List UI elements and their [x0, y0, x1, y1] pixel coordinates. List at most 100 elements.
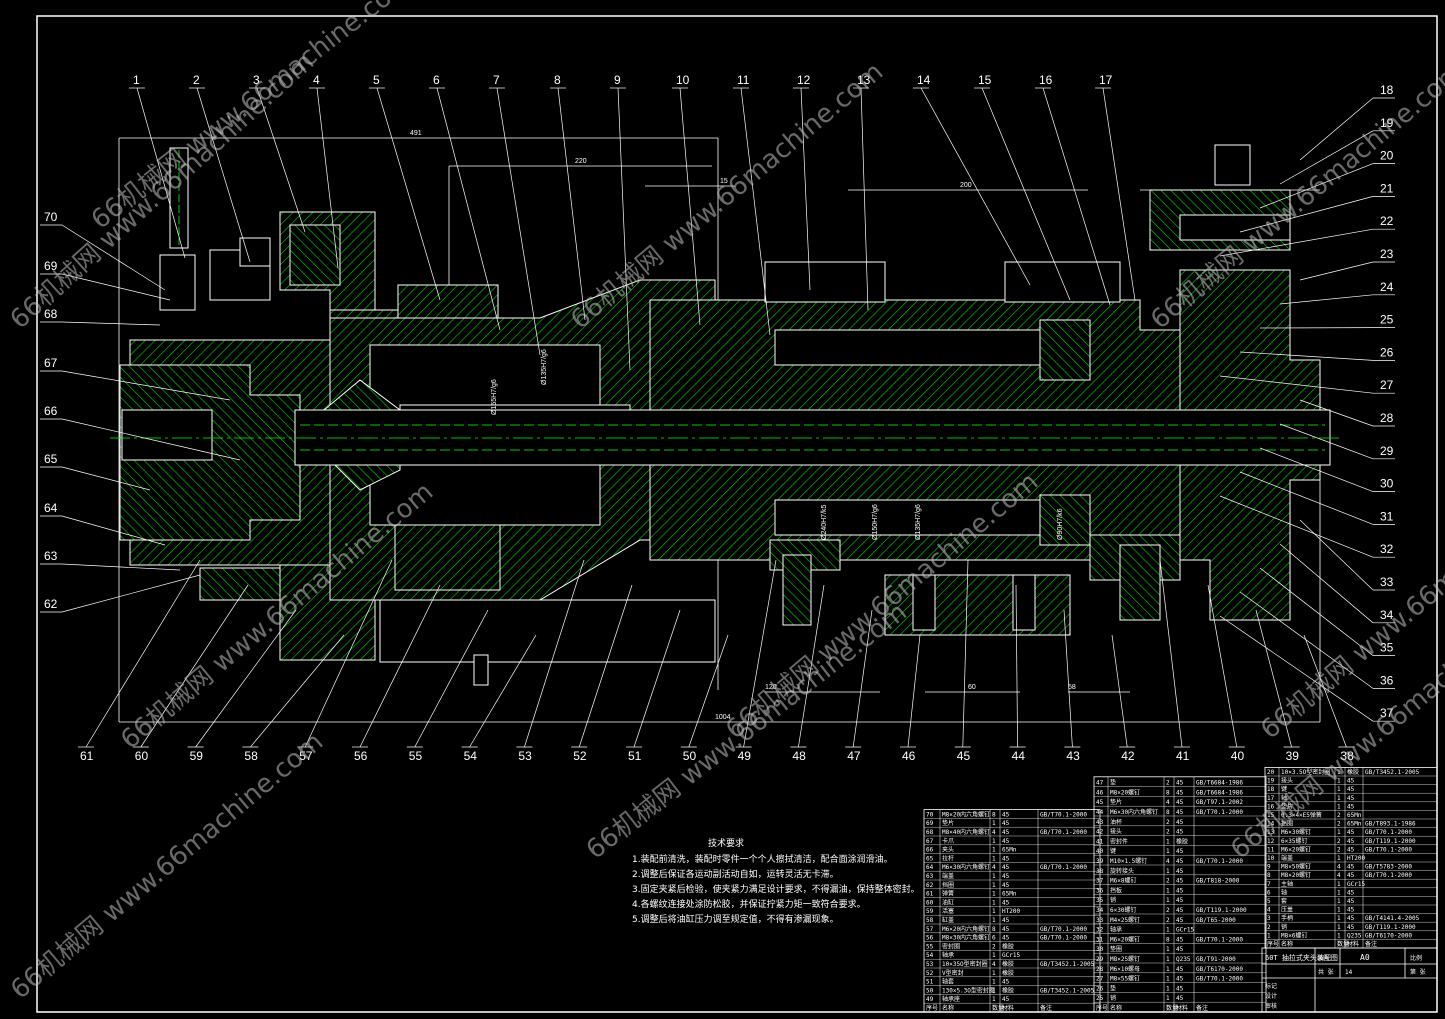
- bom-middle-cell: 4: [1166, 799, 1170, 806]
- bom-middle-cell: 45: [1176, 809, 1184, 816]
- bom-middle-cell: 1: [1166, 966, 1170, 973]
- bom-left-cell: 45: [1002, 829, 1010, 836]
- title-block-sheet-size: A0: [1360, 953, 1370, 962]
- fit-annotations: Ø155H7/g6 Ø135H7/g6 Ø240H7/k5 Ø150H7/g6 …: [491, 349, 1064, 540]
- bom-left-cell: 1: [992, 908, 996, 915]
- bom-left-cell: 65Mn: [1002, 847, 1017, 854]
- bom-left-header: 备注: [1040, 1004, 1052, 1012]
- bom-right-cell: 45: [1347, 872, 1355, 879]
- bom-left-cell: 52: [926, 970, 934, 977]
- watermark-text: 66机械网 www.66machine.com: [86, 0, 418, 236]
- bom-right-cell: 1: [1337, 881, 1341, 888]
- bom-left-cell: 59: [926, 908, 934, 915]
- bom-right-header: 名称: [1281, 940, 1293, 948]
- fit-1: Ø155H7/g6: [491, 379, 498, 415]
- bom-middle-cell: M10×1.5螺钉: [1110, 857, 1147, 865]
- bom-left-cell: 挡圈: [942, 881, 954, 889]
- bom-left-cell: 6: [992, 935, 996, 942]
- bom-right-cell: 轴: [1281, 888, 1287, 896]
- bom-left-cell: 1: [992, 873, 996, 880]
- leader-line: [1219, 228, 1374, 257]
- bom-left-cell: 69: [926, 820, 934, 827]
- leader-line: [414, 609, 489, 748]
- bom-right-cell: GB/T6170-2000: [1365, 932, 1412, 939]
- part-label-42: 42: [1121, 749, 1135, 763]
- bom-right-cell: 9: [1267, 864, 1271, 871]
- bom-middle-cell: 37: [1096, 878, 1104, 885]
- bom-right-cell: 2: [1267, 924, 1271, 931]
- fit-4: Ø150H7/g6: [872, 504, 879, 540]
- bom-left-cell: 1: [992, 882, 996, 889]
- bom-right-cell: GCr15: [1347, 881, 1365, 888]
- dimension-values: 491 220 15 200 1004 120 60 58: [410, 130, 1076, 721]
- part-label-38: 38: [1340, 749, 1354, 763]
- bom-right-cell: 1: [1337, 915, 1341, 922]
- part-label-11: 11: [737, 73, 750, 87]
- leader-line: [688, 634, 729, 748]
- part-label-1: 1: [133, 73, 140, 87]
- bom-right-cell: 65Mn: [1347, 821, 1362, 828]
- bom-middle-cell: 26: [1096, 985, 1104, 992]
- leader-line: [1015, 584, 1018, 748]
- part-label-41: 41: [1176, 749, 1190, 763]
- bom-left-cell: 63: [926, 873, 934, 880]
- bom-middle-cell: 2: [1166, 917, 1170, 924]
- bom-left-cell: M8×30内六角螺钉: [942, 934, 990, 942]
- bom-middle-cell: 45: [1176, 897, 1184, 904]
- leader-line: [359, 584, 441, 748]
- bom-middle-cell: 45: [1176, 976, 1184, 983]
- bom-middle-cell: GB/T70.1-2000: [1196, 936, 1243, 943]
- bom-right-cell: 2: [1337, 838, 1341, 845]
- bom-middle-cell: 8: [1166, 936, 1170, 943]
- leader-line: [136, 87, 186, 259]
- part-label-7: 7: [493, 73, 500, 87]
- bom-middle-cell: 46: [1096, 789, 1104, 796]
- leader-line: [1102, 87, 1136, 301]
- bom-right-cell: 1: [1337, 803, 1341, 810]
- title-block-label-mark: 标记: [1265, 982, 1277, 990]
- leader-lines: [40, 87, 1395, 748]
- part-label-35: 35: [1380, 641, 1394, 655]
- leader-line: [61, 273, 171, 301]
- bom-middle-cell: 1: [1166, 956, 1170, 963]
- bom-left-cell: HT200: [1002, 908, 1020, 915]
- leader-line: [1219, 495, 1374, 558]
- part-label-2: 2: [193, 73, 200, 87]
- bom-right-cell: 14: [1267, 821, 1275, 828]
- bom-left-cell: 8: [992, 926, 996, 933]
- bom-middle-cell: GB/T6170-2000: [1196, 966, 1243, 973]
- bom-right-cell: GB/T893.1-1986: [1365, 821, 1416, 828]
- tech-item-3: 3.固定夹紧后检验，使夹紧力满足设计要求，不得漏油，保持整体密封。: [632, 883, 920, 895]
- bom-right-cell: 10: [1267, 855, 1275, 862]
- part-label-50: 50: [683, 749, 697, 763]
- bom-right-cell: 主轴: [1281, 880, 1293, 888]
- leader-line: [1239, 591, 1374, 689]
- bom-middle-cell: M4×25螺钉: [1110, 916, 1140, 924]
- part-label-49: 49: [738, 749, 752, 763]
- bom-right-cell: 8: [1267, 872, 1271, 879]
- tech-requirements: 技术要求 1.装配前清洗，装配时零件一个个人擦拭清洁，配合面涂润滑油。 2.调整…: [632, 837, 920, 925]
- part-label-43: 43: [1066, 749, 1080, 763]
- bom-right-cell: 45: [1347, 907, 1355, 914]
- bom-middle-cell: 挡板: [1110, 886, 1122, 894]
- bom-middle-header: 序号: [1096, 1004, 1108, 1012]
- title-block-count: 14: [1345, 969, 1353, 976]
- bom-left-cell: 油缸: [942, 898, 954, 906]
- bom-right-cell: 销: [1281, 923, 1287, 931]
- title-block-label-drawing: 图号: [1318, 955, 1330, 962]
- leader-line: [1259, 447, 1374, 492]
- part-label-25: 25: [1380, 313, 1394, 327]
- leader-line: [1207, 584, 1238, 748]
- bom-middle-cell: M8×55螺钉: [1110, 975, 1140, 983]
- bom-right-cell: 套: [1281, 897, 1287, 905]
- bom-left-cell: 1: [992, 970, 996, 977]
- bom-left-cell: 61: [926, 891, 934, 898]
- dim-bottom-b: 60: [968, 684, 976, 691]
- bom-left-cell: 62: [926, 882, 934, 889]
- bom-middle-cell: 45: [1096, 799, 1104, 806]
- bom-middle-cell: 39: [1096, 858, 1104, 865]
- part-label-34: 34: [1380, 608, 1394, 622]
- bom-middle-cell: 34: [1096, 907, 1104, 914]
- bom-right-cell: 0.3×4×E5弹簧: [1281, 811, 1322, 819]
